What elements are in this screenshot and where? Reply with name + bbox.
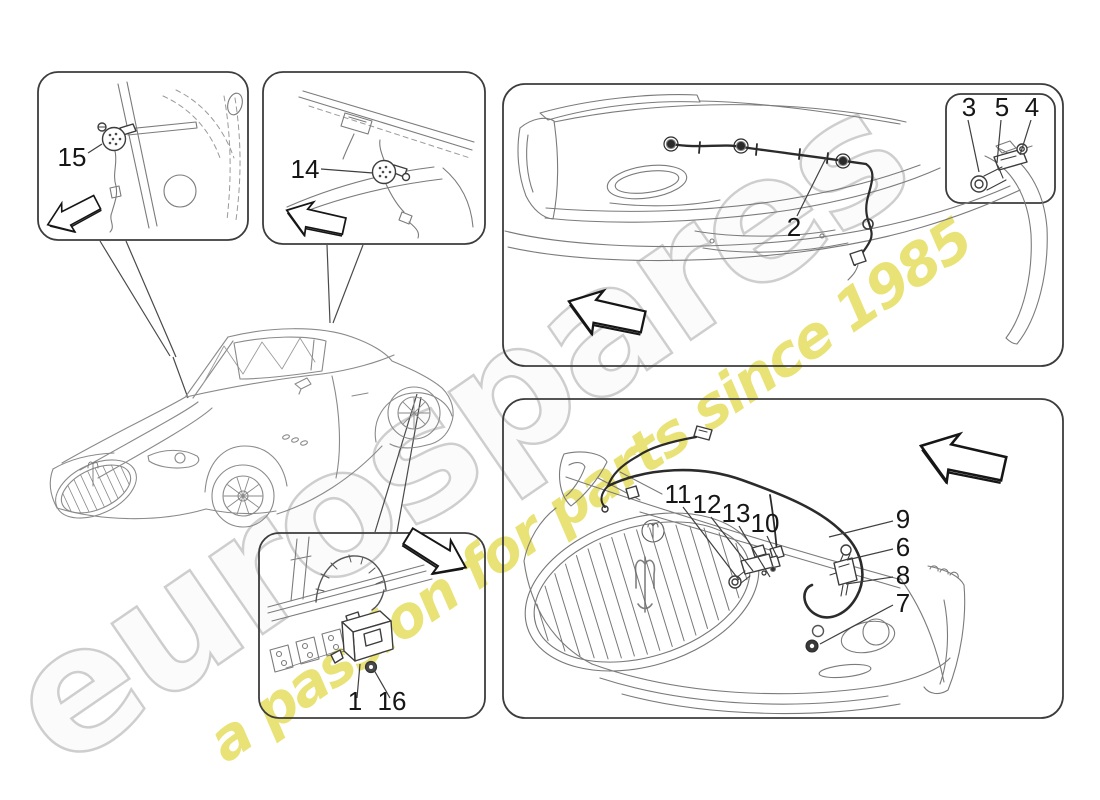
- callout-4: 4: [1025, 92, 1039, 122]
- callout-13: 13: [722, 498, 751, 528]
- parking-control-unit-part: [330, 610, 394, 674]
- callout-10: 10: [751, 508, 780, 538]
- callout-numbers: 15 14 2 3 5 4 11 12 13 10 9 6 8 7 1 16: [58, 92, 1040, 716]
- front-bumper-illustration: [523, 425, 966, 715]
- rear-parking-sensor-part: [970, 143, 1028, 193]
- front-parking-sensor-harness: [600, 425, 864, 619]
- side-sensor-holder-part: [829, 544, 858, 597]
- grille-trident-emblem: [634, 556, 656, 613]
- panel-front-bumper: [502, 398, 1064, 719]
- callout-16: 16: [378, 686, 407, 716]
- car-illustration: [49, 328, 454, 528]
- watermark-brand-text: eurospares: [0, 52, 940, 800]
- parking-sensor-buzzer-part: [97, 122, 137, 152]
- callout-14: 14: [291, 154, 320, 184]
- direction-arrow-icon: [279, 193, 351, 251]
- callout-3: 3: [962, 92, 976, 122]
- panel-left-door-sensor: [37, 71, 249, 241]
- rear-bumper-illustration: [504, 94, 1048, 345]
- callout-8: 8: [896, 560, 910, 590]
- panel-rear-bumper: [502, 83, 1064, 367]
- panel-windscreen-sensor: [262, 71, 486, 245]
- direction-arrow-icon: [41, 191, 107, 241]
- sensor-fixing-nut-part: [805, 624, 825, 653]
- callout-6: 6: [896, 532, 910, 562]
- callout-9: 9: [896, 504, 910, 534]
- watermark: eurospares a passion for parts since 198…: [0, 51, 984, 800]
- panel-sensor-detail: [945, 93, 1056, 204]
- direction-arrow-icon: [910, 421, 1014, 504]
- callout-5: 5: [995, 92, 1009, 122]
- panel-control-unit: [258, 532, 486, 719]
- callout-leader-lines: [87, 119, 1032, 699]
- callout-15: 15: [58, 142, 87, 172]
- control-unit-detail-illustration: [267, 536, 433, 674]
- rain-light-sensor-part: [371, 159, 411, 185]
- door-sensor-detail-illustration: [97, 81, 243, 233]
- front-sensor-bracket-part: [728, 544, 777, 589]
- callout-12: 12: [693, 489, 722, 519]
- callout-7: 7: [896, 588, 910, 618]
- windscreen-sensor-detail-illustration: [286, 90, 475, 239]
- callout-11: 11: [665, 479, 692, 509]
- callout-1: 1: [348, 686, 362, 716]
- rear-parking-sensor-harness: [663, 136, 874, 281]
- callout-2: 2: [787, 212, 801, 242]
